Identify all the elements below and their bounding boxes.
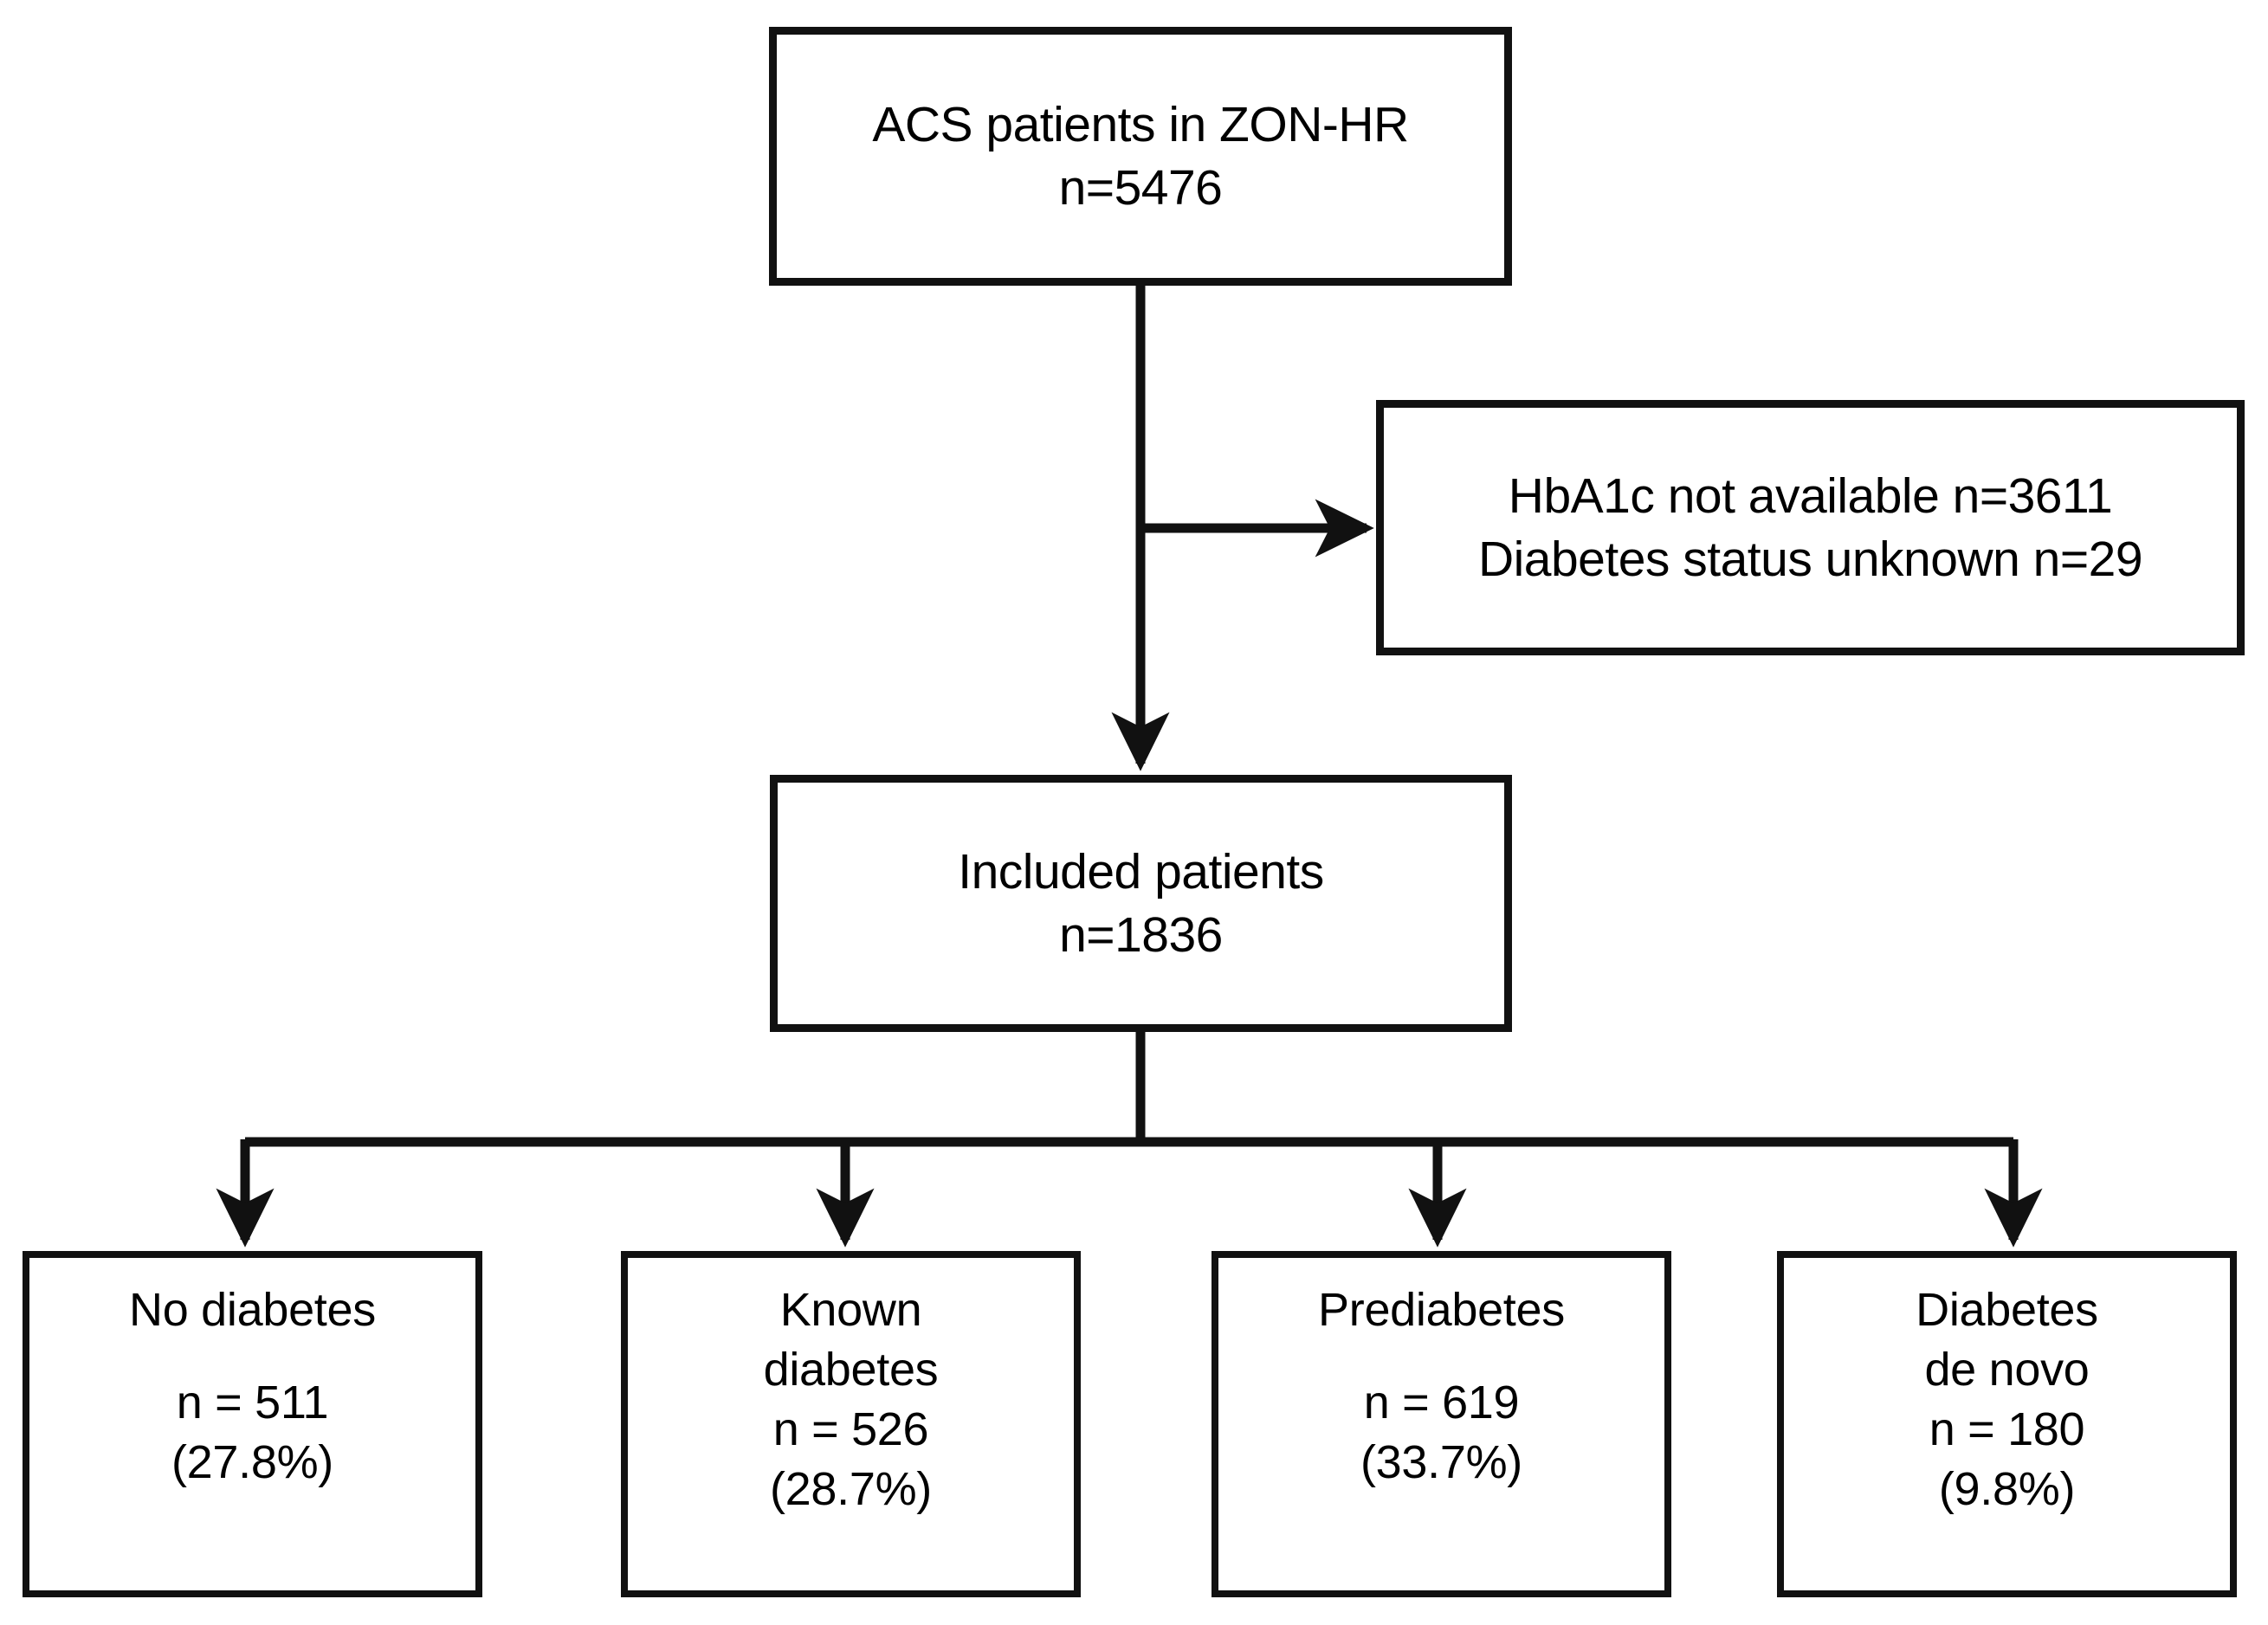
node-source-title: ACS patients in ZON-HR xyxy=(872,96,1409,152)
leaf-title-line2: diabetes xyxy=(763,1344,939,1396)
node-source-population: ACS patients in ZON-HR n=5476 xyxy=(769,27,1512,286)
leaf-percent: (28.7%) xyxy=(770,1463,932,1516)
leaf-count: n = 511 xyxy=(176,1377,329,1429)
node-leaf-prediabetes: Prediabetes n = 619 (33.7%) xyxy=(1212,1251,1671,1597)
leaf-title-line1: Prediabetes xyxy=(1318,1284,1565,1336)
leaf-percent: (27.8%) xyxy=(171,1436,333,1489)
node-excluded-status-unknown: Diabetes status unknown n=29 xyxy=(1477,531,2143,587)
leaf-title-line1: Diabetes xyxy=(1916,1284,2098,1336)
leaf-percent: (9.8%) xyxy=(1938,1463,2076,1516)
connector-included-to-leaves xyxy=(216,1032,2043,1248)
leaf-count: n = 619 xyxy=(1363,1377,1520,1429)
leaf-percent: (33.7%) xyxy=(1360,1436,1522,1489)
node-leaf-diabetes-de-novo: Diabetes de novo n = 180 (9.8%) xyxy=(1777,1251,2237,1597)
leaf-title-line1: Known xyxy=(779,1284,922,1336)
node-included-title: Included patients xyxy=(958,843,1324,900)
node-excluded-hba1c: HbA1c not available n=3611 xyxy=(1508,468,2113,524)
node-included-patients: Included patients n=1836 xyxy=(770,775,1512,1032)
node-leaf-no-diabetes: No diabetes n = 511 (27.8%) xyxy=(23,1251,482,1597)
node-excluded-reasons: HbA1c not available n=3611 Diabetes stat… xyxy=(1376,400,2245,655)
node-source-count: n=5476 xyxy=(1058,159,1223,216)
node-included-count: n=1836 xyxy=(1059,906,1223,963)
leaf-title-line1: No diabetes xyxy=(129,1284,376,1336)
leaf-title-line2: de novo xyxy=(1924,1344,2090,1396)
node-leaf-known-diabetes: Known diabetes n = 526 (28.7%) xyxy=(621,1251,1081,1597)
leaf-count: n = 526 xyxy=(772,1403,929,1456)
leaf-count: n = 180 xyxy=(1929,1403,2085,1456)
